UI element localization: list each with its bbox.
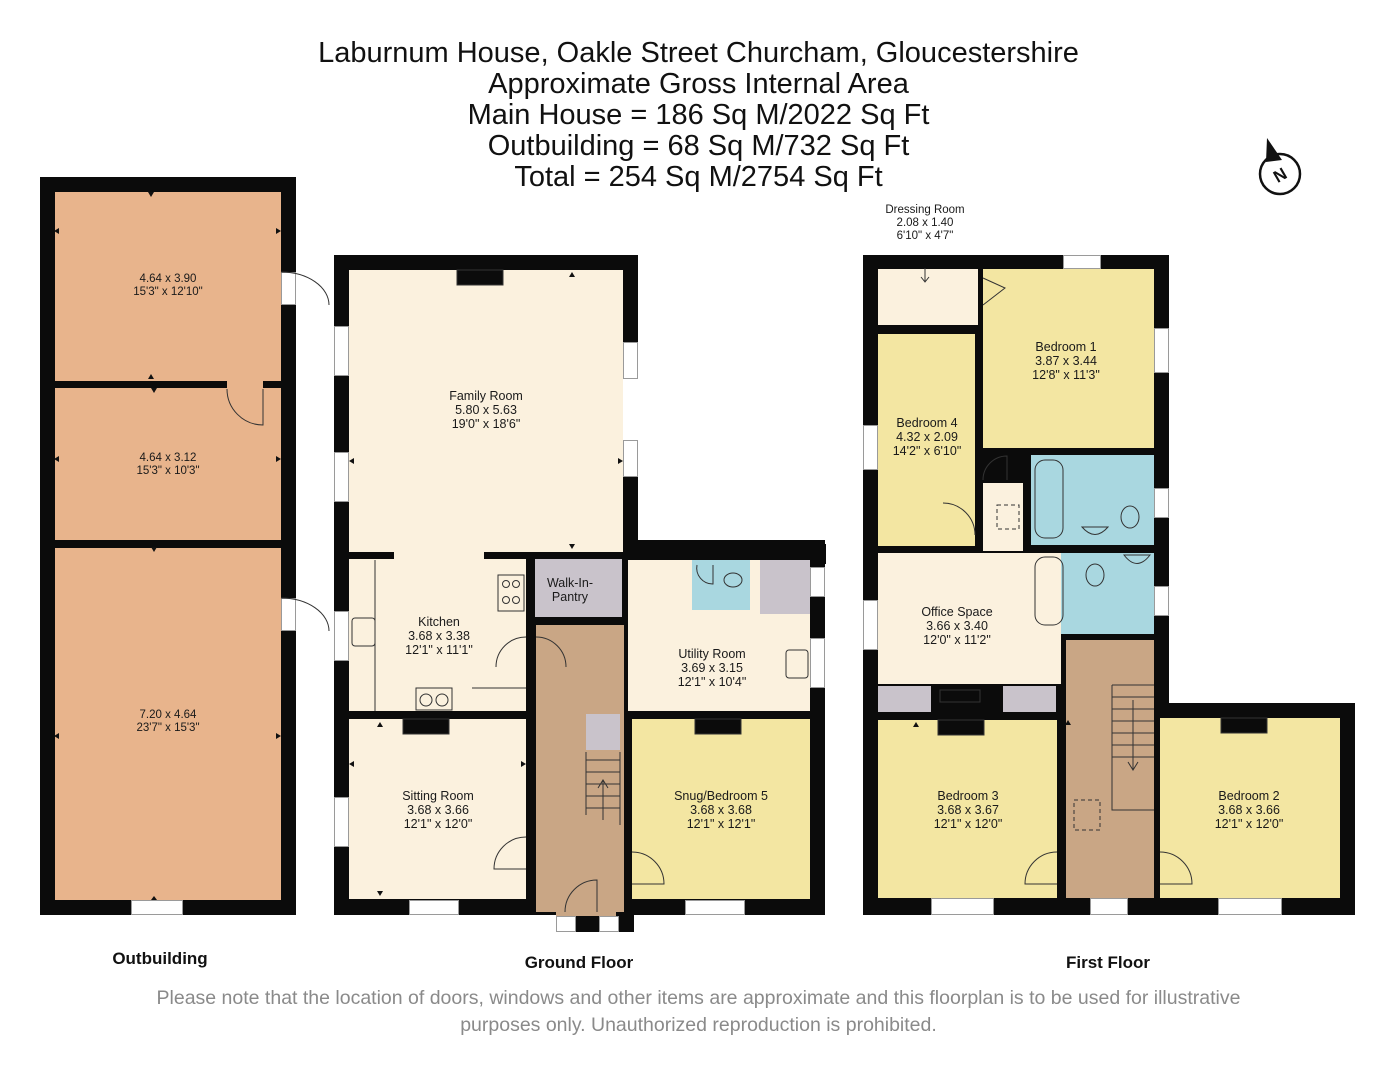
bedroom-2-label: Bedroom 2 3.68 x 3.66 12'1" x 12'0" [1214, 789, 1284, 831]
dressing-room-label: Dressing Room 2.08 x 1.40 6'10" x 4'7" [885, 204, 965, 242]
total-area: Total = 254 Sq M/2754 Sq Ft [514, 161, 883, 193]
sitting-room-window [409, 900, 459, 915]
en-suite-window [1154, 488, 1169, 518]
family-room-window-1 [334, 326, 349, 376]
outbuilding-door-2 [281, 598, 296, 631]
utility-window-2 [810, 638, 825, 688]
front-door-sidelight-left [556, 916, 576, 932]
office-cupboard-left [878, 686, 931, 712]
outbuilding-internal-doorway [227, 380, 263, 389]
svg-text:N: N [1270, 164, 1290, 187]
north-arrow-icon: N [1256, 138, 1304, 196]
outbuilding-window [131, 900, 183, 915]
bedroom-4-window [863, 425, 878, 470]
family-room-window-4 [623, 440, 638, 477]
landing-window [1090, 898, 1128, 915]
ground-wc [692, 560, 750, 610]
pantry-label: Walk-In- Pantry [546, 576, 594, 604]
office-space-label: Office Space 3.66 x 3.40 12'0" x 11'2" [921, 605, 993, 647]
bedroom-1-window-top [1063, 255, 1101, 269]
outbuilding-room-2-label: 4.64 x 3.12 15'3" x 10'3" [136, 452, 200, 477]
bedroom-3-label: Bedroom 3 3.68 x 3.67 12'1" x 12'0" [933, 789, 1003, 831]
bedroom-1-label: Bedroom 1 3.87 x 3.44 12'8" x 11'3" [1032, 340, 1100, 382]
utility-cupboard [760, 560, 810, 614]
snug-label: Snug/Bedroom 5 3.68 x 3.68 12'1" x 12'1" [674, 789, 768, 831]
bedroom-1 [983, 269, 1154, 448]
first-floor-landing [1066, 640, 1154, 898]
sitting-room-window-side [334, 797, 349, 847]
entrance-hall [536, 625, 624, 912]
family-room [349, 270, 623, 552]
bedroom-3-window [931, 898, 994, 915]
kitchen-label: Kitchen 3.68 x 3.38 12'1" x 11'1" [405, 615, 473, 657]
office-cupboard-right [1003, 686, 1056, 712]
disclaimer: Please note that the location of doors, … [156, 987, 1241, 1036]
front-door-step [556, 900, 616, 916]
outbuilding-room-1-label: 4.64 x 3.90 15'3" x 12'10" [133, 273, 203, 298]
under-stairs-cupboard [586, 714, 620, 750]
kitchen [349, 559, 526, 711]
main-house-area: Main House = 186 Sq M/2022 Sq Ft [467, 99, 930, 131]
family-room-french-doors [623, 379, 638, 440]
family-room-window-2 [334, 452, 349, 502]
first-floor-label: First Floor [1065, 953, 1151, 972]
kitchen-opening [394, 548, 484, 562]
bedroom-4-label: Bedroom 4 4.32 x 2.09 14'2" x 6'10" [892, 416, 962, 458]
outbuilding-area: Outbuilding = 68 Sq M/732 Sq Ft [487, 130, 910, 162]
family-room-label: Family Room 5.80 x 5.63 19'0" x 18'6" [449, 389, 523, 431]
kitchen-window [334, 611, 349, 661]
outbuilding-room-3 [55, 548, 281, 900]
outbuilding-room-3-label: 7.20 x 4.64 23'7" x 15'3" [136, 709, 200, 734]
sitting-room-label: Sitting Room 3.68 x 3.66 12'1" x 12'0" [402, 789, 474, 831]
outbuilding-room-1 [55, 192, 281, 381]
ground-floor-label: Ground Floor [524, 953, 634, 972]
bedroom-1-window-side [1154, 328, 1169, 373]
front-door-sidelight-right [599, 916, 619, 932]
area-heading: Approximate Gross Internal Area [488, 68, 909, 100]
dressing-room [878, 269, 978, 325]
office-window [863, 600, 878, 650]
outbuilding-floor-label: Outbuilding [112, 949, 208, 968]
family-room-window-3 [623, 342, 638, 379]
ground-wc-wall [676, 544, 826, 564]
bathroom-window [1154, 586, 1169, 616]
walk-in-pantry [535, 559, 622, 617]
en-suite-bathroom [1031, 455, 1154, 545]
utility-room-label: Utility Room 3.69 x 3.15 12'1" x 10'4" [677, 647, 747, 689]
property-address: Laburnum House, Oakle Street Churcham, G… [318, 37, 1079, 69]
office-space [878, 553, 1061, 684]
utility-window-1 [810, 567, 825, 597]
outbuilding-door-1 [281, 272, 296, 305]
landing-upper [983, 483, 1023, 551]
bedroom-2-window [1218, 898, 1282, 915]
snug-window [685, 900, 745, 915]
plan-title-block: Laburnum House, Oakle Street Churcham, G… [0, 38, 1397, 193]
